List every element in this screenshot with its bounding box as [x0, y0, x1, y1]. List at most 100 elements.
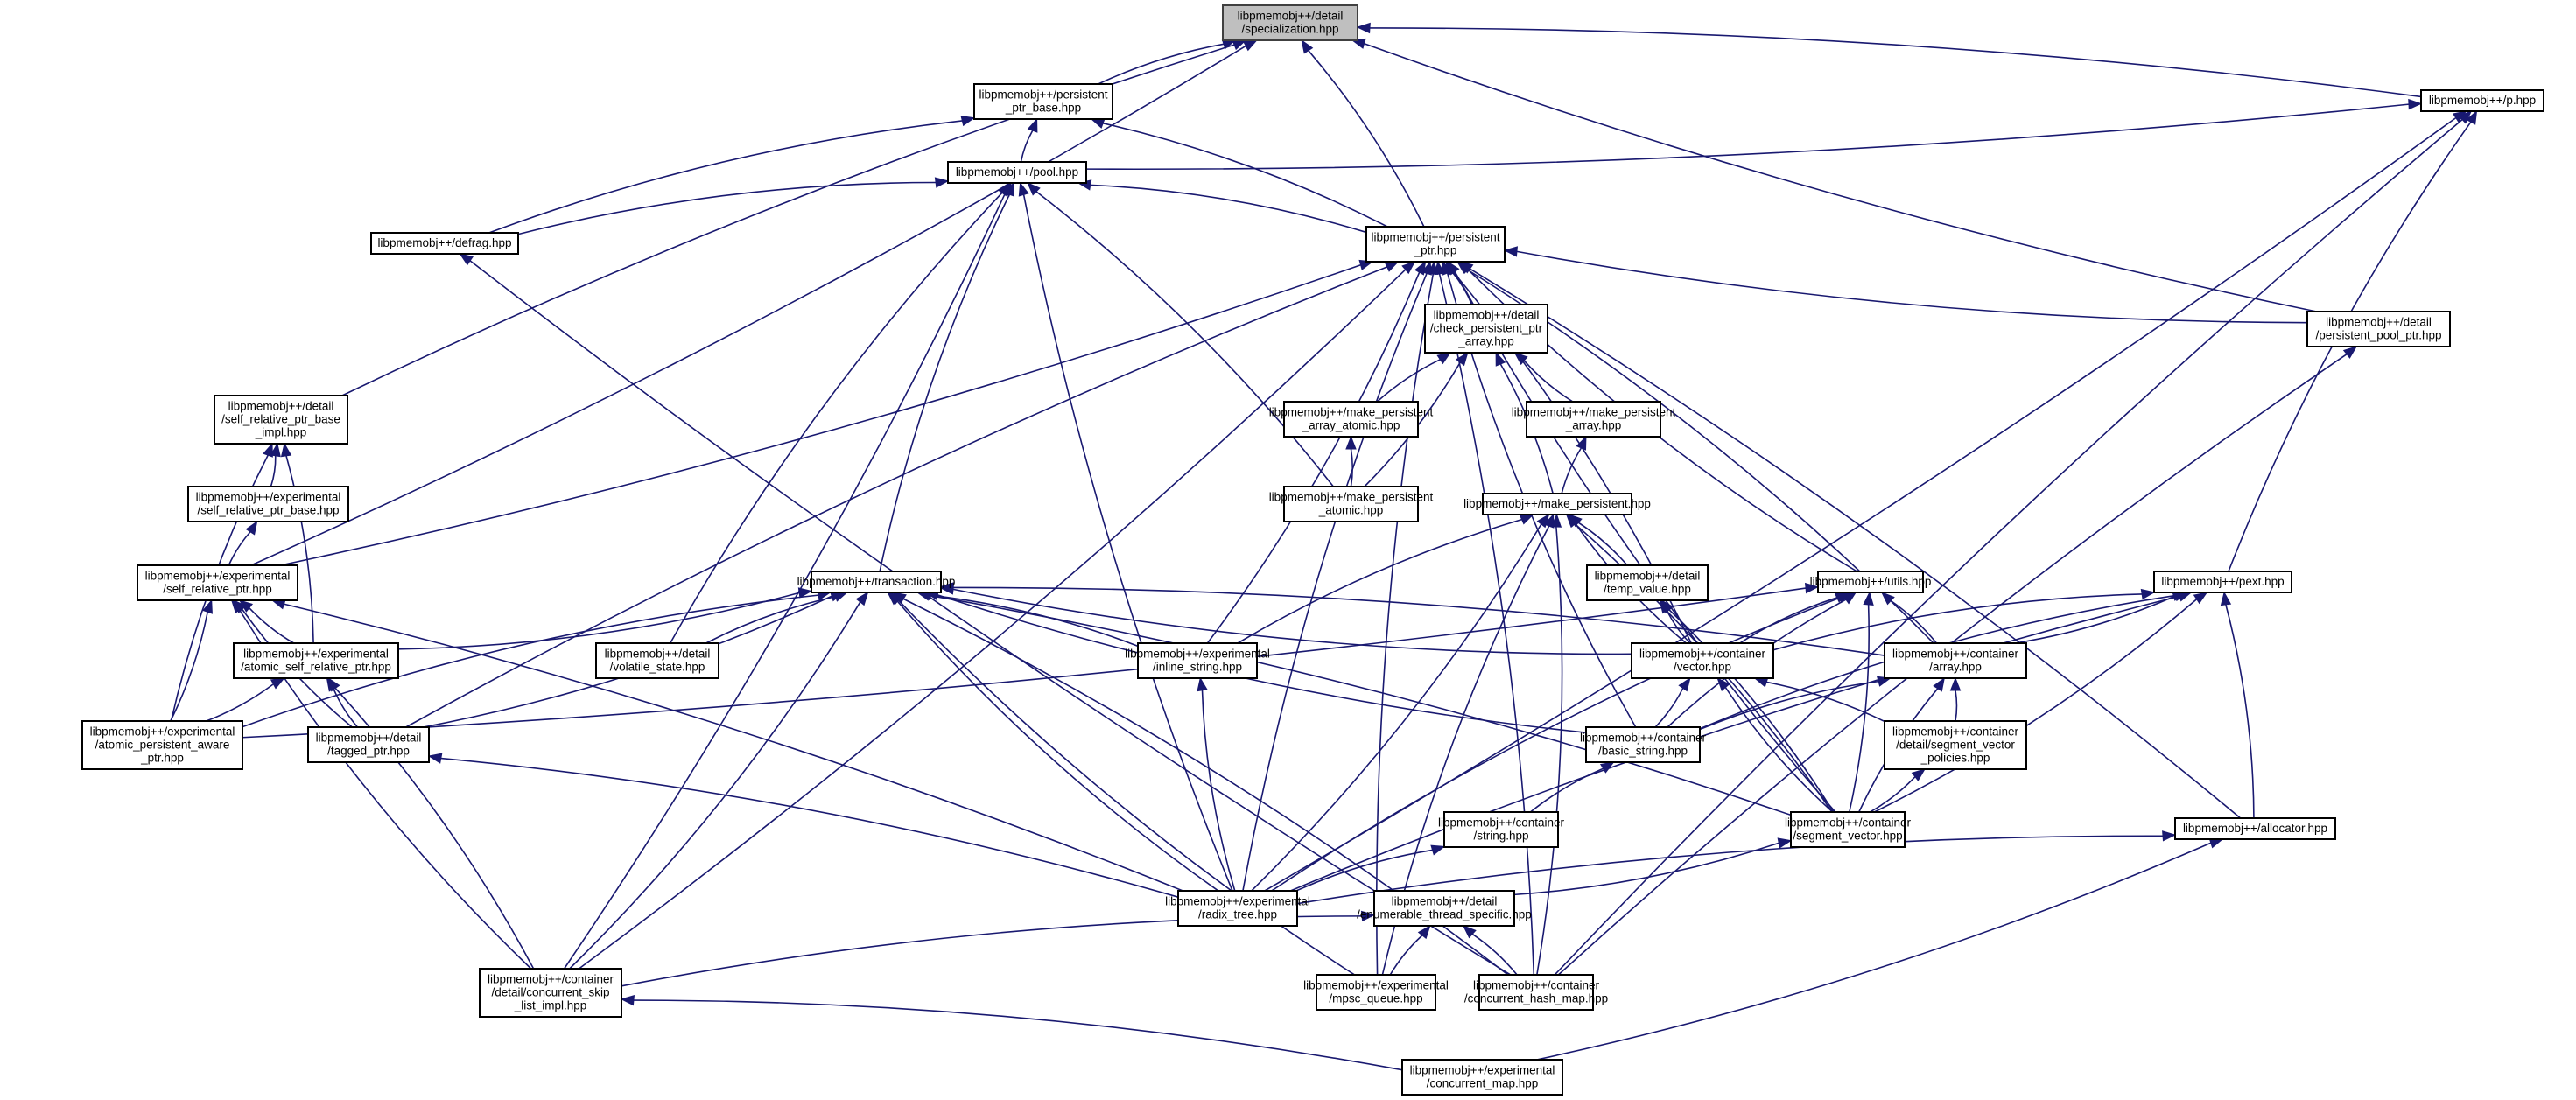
arrowhead-icon: [1414, 260, 1427, 276]
edge-line: [937, 594, 1587, 733]
node-label-line: _policies.hpp: [1920, 752, 1990, 765]
edge-line: [1237, 518, 1522, 644]
edge-radix_tree-to-string: [1295, 844, 1446, 892]
node-basic-string[interactable]: libpmemobj++/container/basic_string.hpp: [1580, 726, 1707, 763]
node-pext[interactable]: libpmemobj++/pext.hpp: [2153, 571, 2292, 593]
node-vector[interactable]: libpmemobj++/container/vector.hpp: [1631, 642, 1774, 679]
node-self-relative-ptr-base-impl[interactable]: libpmemobj++/detail/self_relative_ptr_ba…: [214, 395, 348, 445]
edge-concurrent_map-to-concurrent_skip_list_impl: [620, 994, 1403, 1071]
node-enumerable-thread-specific[interactable]: libpmemobj++/detail/enumerable_thread_sp…: [1357, 890, 1532, 927]
edge-line: [1536, 842, 2212, 1061]
edge-line: [897, 599, 1356, 976]
node-array[interactable]: libpmemobj++/container/array.hpp: [1884, 642, 2027, 679]
node-persistent-ptr[interactable]: libpmemobj++/persistent_ptr.hpp: [1365, 226, 1506, 263]
node-atomic-persistent-aware-ptr[interactable]: libpmemobj++/experimental/atomic_persist…: [81, 720, 243, 770]
node-label-line: libpmemobj++/experimental: [243, 648, 389, 661]
arrowhead-icon: [1678, 676, 1691, 692]
arrowhead-icon: [1018, 181, 1029, 197]
node-box: [2420, 89, 2544, 112]
node-segment-vector[interactable]: libpmemobj++/container/segment_vector.hp…: [1785, 811, 1912, 848]
node-specialization[interactable]: libpmemobj++/detail/specialization.hpp: [1222, 4, 1358, 41]
node-persistent-pool-ptr[interactable]: libpmemobj++/detail/persistent_pool_ptr.…: [2306, 311, 2451, 347]
node-make-persistent-array-atomic[interactable]: libpmemobj++/make_persistent_array_atomi…: [1269, 401, 1434, 438]
arrowhead-icon: [1536, 513, 1550, 529]
edge-mpsc_queue-to-enumerable_thread_specific: [1389, 924, 1431, 976]
edge-radix_tree-to-pool: [1018, 181, 1233, 892]
node-radix-tree[interactable]: libpmemobj++/experimental/radix_tree.hpp: [1165, 890, 1310, 927]
edge-pool-to-p: [1085, 98, 2423, 171]
node-make-persistent-atomic[interactable]: libpmemobj++/make_persistent_atomic.hpp: [1269, 486, 1434, 522]
node-transaction[interactable]: libpmemobj++/transaction.hpp: [797, 571, 956, 593]
node-label-line: libpmemobj++/experimental: [196, 491, 341, 504]
node-concurrent-hash-map[interactable]: libpmemobj++/container/concurrent_hash_m…: [1464, 974, 1608, 1011]
edge-segment_vector_policies-to-array: [1949, 676, 1962, 722]
node-inline-string[interactable]: libpmemobj++/experimental/inline_string.…: [1125, 642, 1270, 679]
edge-line: [250, 45, 1246, 566]
node-atomic-self-relative-ptr[interactable]: libpmemobj++/experimental/atomic_self_re…: [233, 642, 399, 679]
edge-segment_vector-to-pext: [1873, 592, 2208, 813]
node-label-line: /vector.hpp: [1674, 661, 1731, 674]
node-label-line: /self_relative_ptr_base.hpp: [197, 504, 339, 517]
node-label-line: /concurrent_hash_map.hpp: [1464, 992, 1608, 1005]
node-box: [2306, 311, 2451, 347]
edge-line: [1699, 680, 1879, 731]
node-label-line: libpmemobj++/container: [1438, 816, 1565, 830]
arrowhead-icon: [960, 115, 976, 127]
node-box: [1365, 226, 1506, 263]
edge-line: [249, 607, 295, 644]
edge-radix_tree-to-pext: [1290, 591, 2193, 892]
edge-line: [1201, 690, 1236, 892]
edge-concurrent_hash_map-to-make_persistent: [1536, 513, 1563, 976]
node-concurrent-skip-list-impl[interactable]: libpmemobj++/container/detail/concurrent…: [479, 968, 622, 1018]
node-concurrent-map[interactable]: libpmemobj++/experimental/concurrent_map…: [1401, 1059, 1563, 1096]
node-string[interactable]: libpmemobj++/container/string.hpp: [1438, 811, 1565, 848]
node-box: [811, 571, 942, 593]
node-self-relative-ptr[interactable]: libpmemobj++/experimental/self_relative_…: [137, 564, 298, 601]
node-label-line: _ptr.hpp: [1414, 244, 1457, 257]
arrowhead-icon: [1513, 352, 1528, 366]
edge-line: [1350, 448, 1354, 487]
node-tagged-ptr[interactable]: libpmemobj++/detail/tagged_ptr.hpp: [307, 726, 430, 763]
node-label-line: libpmemobj++/experimental: [1303, 979, 1449, 992]
edge-line: [469, 260, 1512, 976]
arrowhead-icon: [1804, 582, 1820, 594]
node-segment-vector-policies[interactable]: libpmemobj++/container/detail/segment_ve…: [1884, 720, 2027, 770]
node-box: [1631, 642, 1774, 679]
arrowhead-icon: [1503, 246, 1519, 257]
edge-line: [579, 269, 1407, 970]
node-defrag[interactable]: libpmemobj++/defrag.hpp: [370, 232, 519, 255]
node-volatile-state[interactable]: libpmemobj++/detail/volatile_state.hpp: [595, 642, 719, 679]
node-mpsc-queue[interactable]: libpmemobj++/experimental/mpsc_queue.hpp: [1303, 974, 1449, 1011]
node-pool[interactable]: libpmemobj++/pool.hpp: [947, 161, 1087, 184]
edge-line: [1389, 935, 1423, 976]
edge-atomic_persistent_aware_ptr-to-utils: [242, 582, 1820, 739]
edge-line: [1375, 273, 1435, 976]
arrowhead-icon: [2162, 830, 2177, 842]
edge-line: [206, 683, 274, 722]
node-persistent-ptr-base[interactable]: libpmemobj++/persistent_ptr_base.hpp: [973, 83, 1113, 120]
edge-persistent_pool_ptr-to-persistent_ptr: [1503, 246, 2308, 324]
edge-make_persistent_atomic-to-pool: [1027, 182, 1334, 487]
node-label-line: /self_relative_ptr_base: [221, 413, 340, 426]
arrowhead-icon: [1436, 352, 1452, 365]
edge-line: [1242, 273, 1428, 892]
node-self-relative-ptr-base[interactable]: libpmemobj++/experimental/self_relative_…: [187, 486, 349, 522]
arrowhead-icon: [427, 753, 443, 764]
node-p[interactable]: libpmemobj++/p.hpp: [2420, 89, 2544, 112]
node-allocator[interactable]: libpmemobj++/allocator.hpp: [2174, 817, 2336, 840]
node-utils[interactable]: libpmemobj++/utils.hpp: [1810, 571, 1932, 593]
node-check-persistent-ptr-array[interactable]: libpmemobj++/detail/check_persistent_ptr…: [1424, 304, 1548, 354]
node-temp-value[interactable]: libpmemobj++/detail/temp_value.hpp: [1586, 564, 1709, 601]
edge-line: [2225, 604, 2255, 819]
node-box: [81, 720, 243, 770]
node-make-persistent[interactable]: libpmemobj++/make_persistent.hpp: [1463, 493, 1651, 515]
edge-line: [633, 999, 1403, 1071]
arrowhead-icon: [1949, 676, 1962, 691]
arrowhead-icon: [934, 177, 950, 188]
arrowhead-icon: [1356, 22, 1371, 34]
arrowhead-icon: [1495, 351, 1506, 367]
edge-self_relative_ptr-to-persistent_ptr: [280, 259, 1374, 566]
node-label-line: libpmemobj++/allocator.hpp: [2183, 822, 2327, 835]
node-make-persistent-array[interactable]: libpmemobj++/make_persistent_array.hpp: [1512, 401, 1676, 438]
